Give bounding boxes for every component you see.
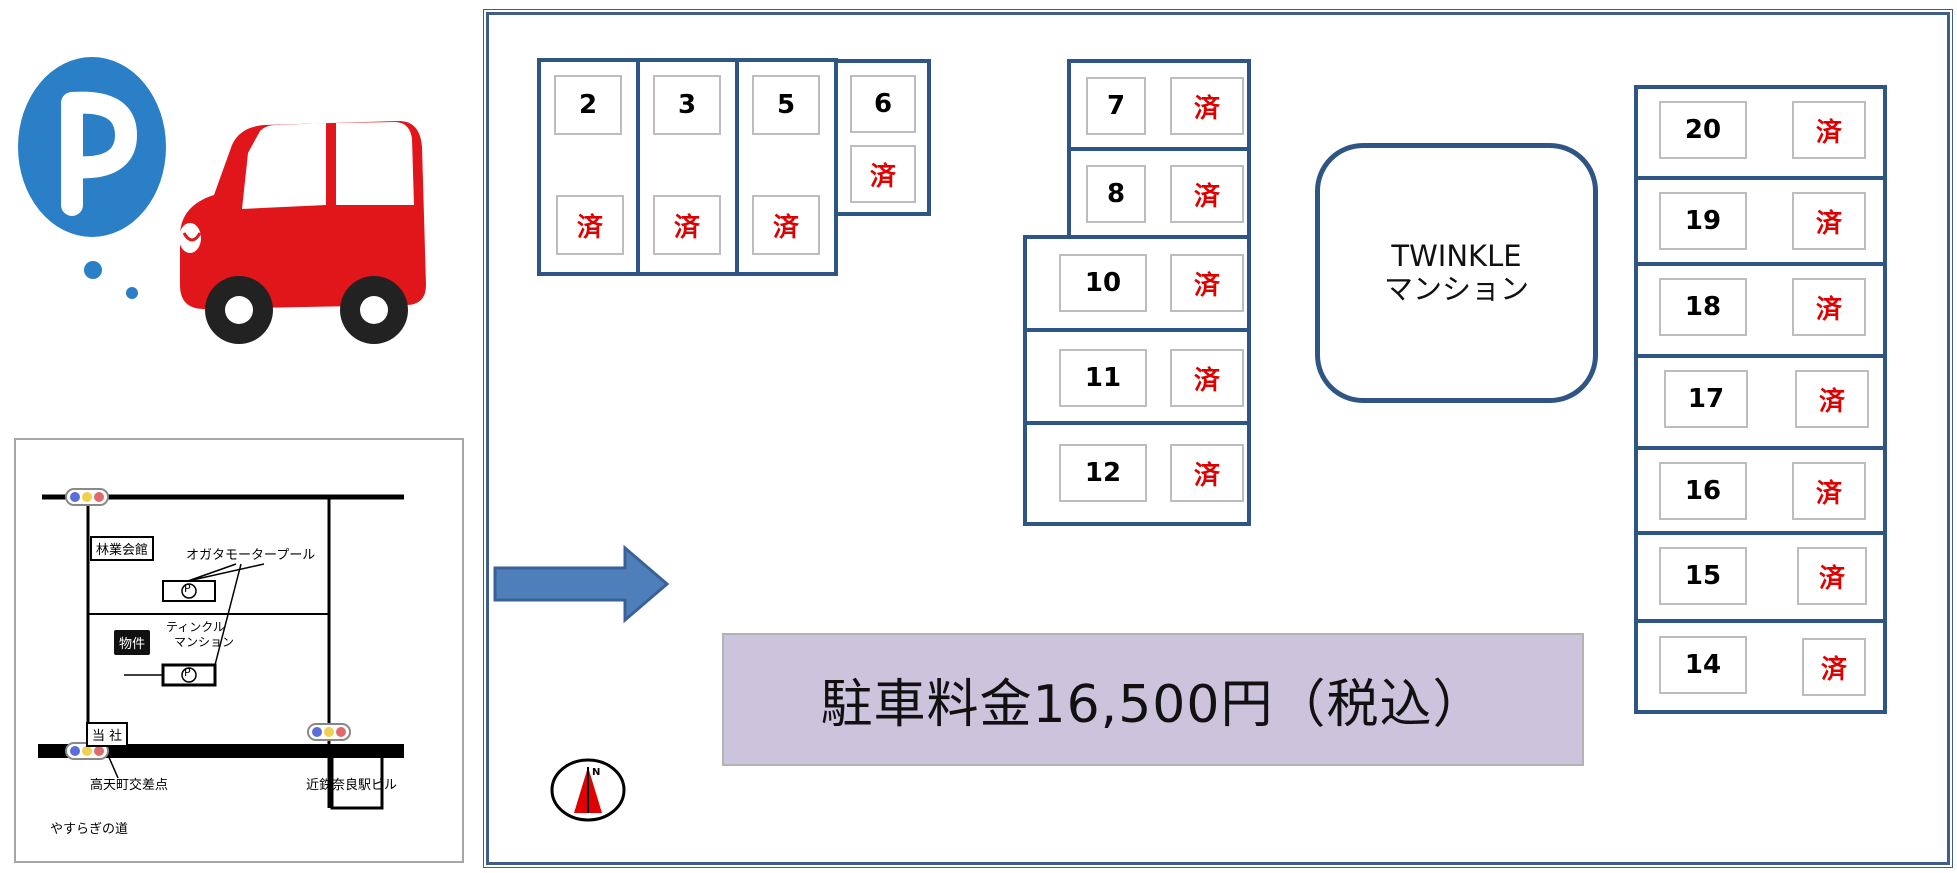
- parking-fee-text: 駐車料金16,500円（税込）: [820, 675, 1486, 735]
- parking-fee-banner: 駐車料金16,500円（税込）: [722, 633, 1584, 766]
- parking-lot-frame: [483, 9, 1953, 868]
- parking-space[interactable]: 5 済: [735, 58, 838, 276]
- space-status: 済: [1795, 370, 1869, 428]
- building-type: マンション: [1383, 272, 1529, 306]
- space-number: 12: [1059, 444, 1147, 502]
- twinkle-mansion-building: TWINKLE マンション: [1315, 143, 1598, 403]
- parking-space[interactable]: 7 済: [1067, 59, 1251, 151]
- space-number: 10: [1059, 254, 1147, 312]
- forestry-hall-label: 林業会館: [90, 536, 155, 561]
- company-label: 当 社: [86, 722, 129, 747]
- parking-space[interactable]: 19 済: [1634, 176, 1887, 266]
- property-label: 物件: [114, 630, 151, 655]
- space-status: 済: [1170, 254, 1244, 312]
- parking-space[interactable]: 10 済: [1023, 235, 1251, 332]
- space-number: 18: [1659, 278, 1747, 336]
- svg-text:N: N: [592, 767, 600, 778]
- space-number: 6: [850, 75, 916, 133]
- space-number: 2: [554, 75, 622, 135]
- parking-space[interactable]: 6 済: [834, 59, 931, 216]
- parking-space[interactable]: 14 済: [1634, 619, 1887, 714]
- location-map: 林業会館 オガタモータープール P 物件 ティンクル マンション P 当 社 高…: [14, 438, 464, 863]
- space-status: 済: [1797, 547, 1867, 605]
- space-status: 済: [653, 195, 721, 255]
- space-number: 15: [1659, 547, 1747, 605]
- space-status: 済: [850, 145, 916, 203]
- space-number: 3: [653, 75, 721, 135]
- parking-space[interactable]: 11 済: [1023, 328, 1251, 425]
- twinkle-label-line2: マンション: [174, 635, 235, 649]
- ogata-pool-label: オガタモータープール: [186, 548, 316, 563]
- north-compass-icon: N: [548, 755, 628, 829]
- parking-space[interactable]: 3 済: [636, 58, 739, 276]
- space-status: 済: [1792, 462, 1866, 520]
- twinkle-label-line1: ティンクル: [166, 620, 225, 634]
- space-status: 済: [1170, 165, 1244, 223]
- parking-space[interactable]: 15 済: [1634, 531, 1887, 623]
- parking-space[interactable]: 16 済: [1634, 446, 1887, 535]
- space-number: 17: [1664, 370, 1748, 428]
- parking-space[interactable]: 18 済: [1634, 262, 1887, 358]
- space-status: 済: [1170, 444, 1244, 502]
- space-status: 済: [1792, 101, 1866, 159]
- space-status: 済: [1792, 192, 1866, 250]
- space-status: 済: [1802, 638, 1866, 696]
- space-number: 8: [1086, 165, 1146, 223]
- space-status: 済: [556, 195, 624, 255]
- building-name: TWINKLE: [1391, 238, 1522, 273]
- space-number: 5: [752, 75, 820, 135]
- takatenmachi-label: 高天町交差点: [90, 778, 169, 793]
- space-status: 済: [752, 195, 820, 255]
- space-number: 19: [1659, 192, 1747, 250]
- kintetsu-label: 近鉄奈良駅ビル: [306, 778, 398, 793]
- space-status: 済: [1792, 278, 1866, 336]
- parking-p2: P: [184, 666, 191, 679]
- yasuragi-label: やすらぎの道: [50, 822, 129, 837]
- space-number: 16: [1659, 462, 1747, 520]
- space-number: 14: [1659, 636, 1747, 694]
- space-number: 7: [1086, 77, 1146, 135]
- parking-space[interactable]: 12 済: [1023, 421, 1251, 526]
- parking-space[interactable]: 20 済: [1634, 85, 1887, 180]
- space-number: 20: [1659, 101, 1747, 159]
- space-status: 済: [1170, 77, 1244, 135]
- parking-space[interactable]: 2 済: [537, 58, 640, 276]
- entrance-arrow-icon: [493, 544, 673, 628]
- parking-space[interactable]: 17 済: [1634, 354, 1887, 450]
- space-number: 11: [1059, 349, 1147, 407]
- parking-p1: P: [184, 582, 191, 595]
- parking-car-icon: [14, 55, 434, 355]
- space-status: 済: [1170, 349, 1244, 407]
- parking-space[interactable]: 8 済: [1067, 147, 1251, 239]
